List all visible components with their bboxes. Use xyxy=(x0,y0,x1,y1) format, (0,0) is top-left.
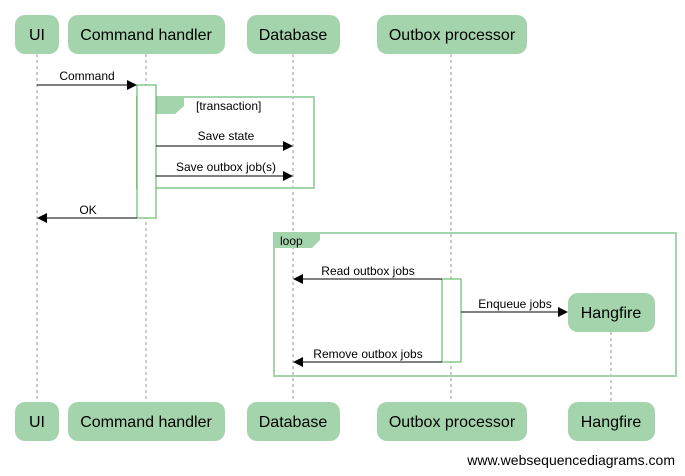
fragment-tab xyxy=(274,233,320,248)
activation-outbox-processor xyxy=(441,278,462,363)
participant-label: Outbox processor xyxy=(389,414,516,431)
participant-outbox-processor-top: Outbox processor xyxy=(377,15,527,54)
message-remove-outbox-jobs: Remove outbox jobs xyxy=(293,347,442,367)
participant-command-handler-bottom: Command handler xyxy=(68,402,225,441)
participant-label: Hangfire xyxy=(581,305,642,322)
message-label: Read outbox jobs xyxy=(321,264,414,278)
message-command: Command xyxy=(37,69,137,90)
participant-label: UI xyxy=(29,27,45,44)
participant-hangfire-created: Hangfire xyxy=(568,293,655,332)
message-label: Remove outbox jobs xyxy=(313,347,422,361)
participant-hangfire-bottom: Hangfire xyxy=(568,402,655,441)
fragment-guard: [transaction] xyxy=(196,99,261,113)
participant-label: UI xyxy=(29,414,45,431)
participant-ui-top: UI xyxy=(15,15,59,54)
message-label: Save outbox job(s) xyxy=(176,160,276,174)
fragment-loop: loop xyxy=(273,232,677,377)
message-save-state: Save state xyxy=(156,129,293,151)
participant-label: Command handler xyxy=(80,27,212,44)
participant-label: Command handler xyxy=(80,414,212,431)
participant-database-bottom: Database xyxy=(247,402,340,441)
fragment-keyword: loop xyxy=(280,234,303,248)
activation-command-handler xyxy=(136,84,157,219)
message-label: OK xyxy=(79,203,96,217)
participant-database-top: Database xyxy=(247,15,340,54)
participant-label: Database xyxy=(259,414,328,431)
participant-command-handler-top: Command handler xyxy=(68,15,225,54)
message-label: Enqueue jobs xyxy=(478,297,551,311)
participant-label: Hangfire xyxy=(581,414,642,431)
message-ok: OK xyxy=(37,203,137,223)
participant-outbox-processor-bottom: Outbox processor xyxy=(377,402,527,441)
message-enqueue-jobs: Enqueue jobs xyxy=(461,297,568,317)
message-read-outbox-jobs: Read outbox jobs xyxy=(293,264,442,284)
message-label: Command xyxy=(59,69,114,83)
message-label: Save state xyxy=(198,129,255,143)
footer-link[interactable]: www.websequencediagrams.com xyxy=(467,452,675,468)
message-save-outbox-jobs: Save outbox job(s) xyxy=(156,160,293,181)
participant-label: Database xyxy=(259,27,328,44)
participant-ui-bottom: UI xyxy=(15,402,59,441)
participant-label: Outbox processor xyxy=(389,27,516,44)
